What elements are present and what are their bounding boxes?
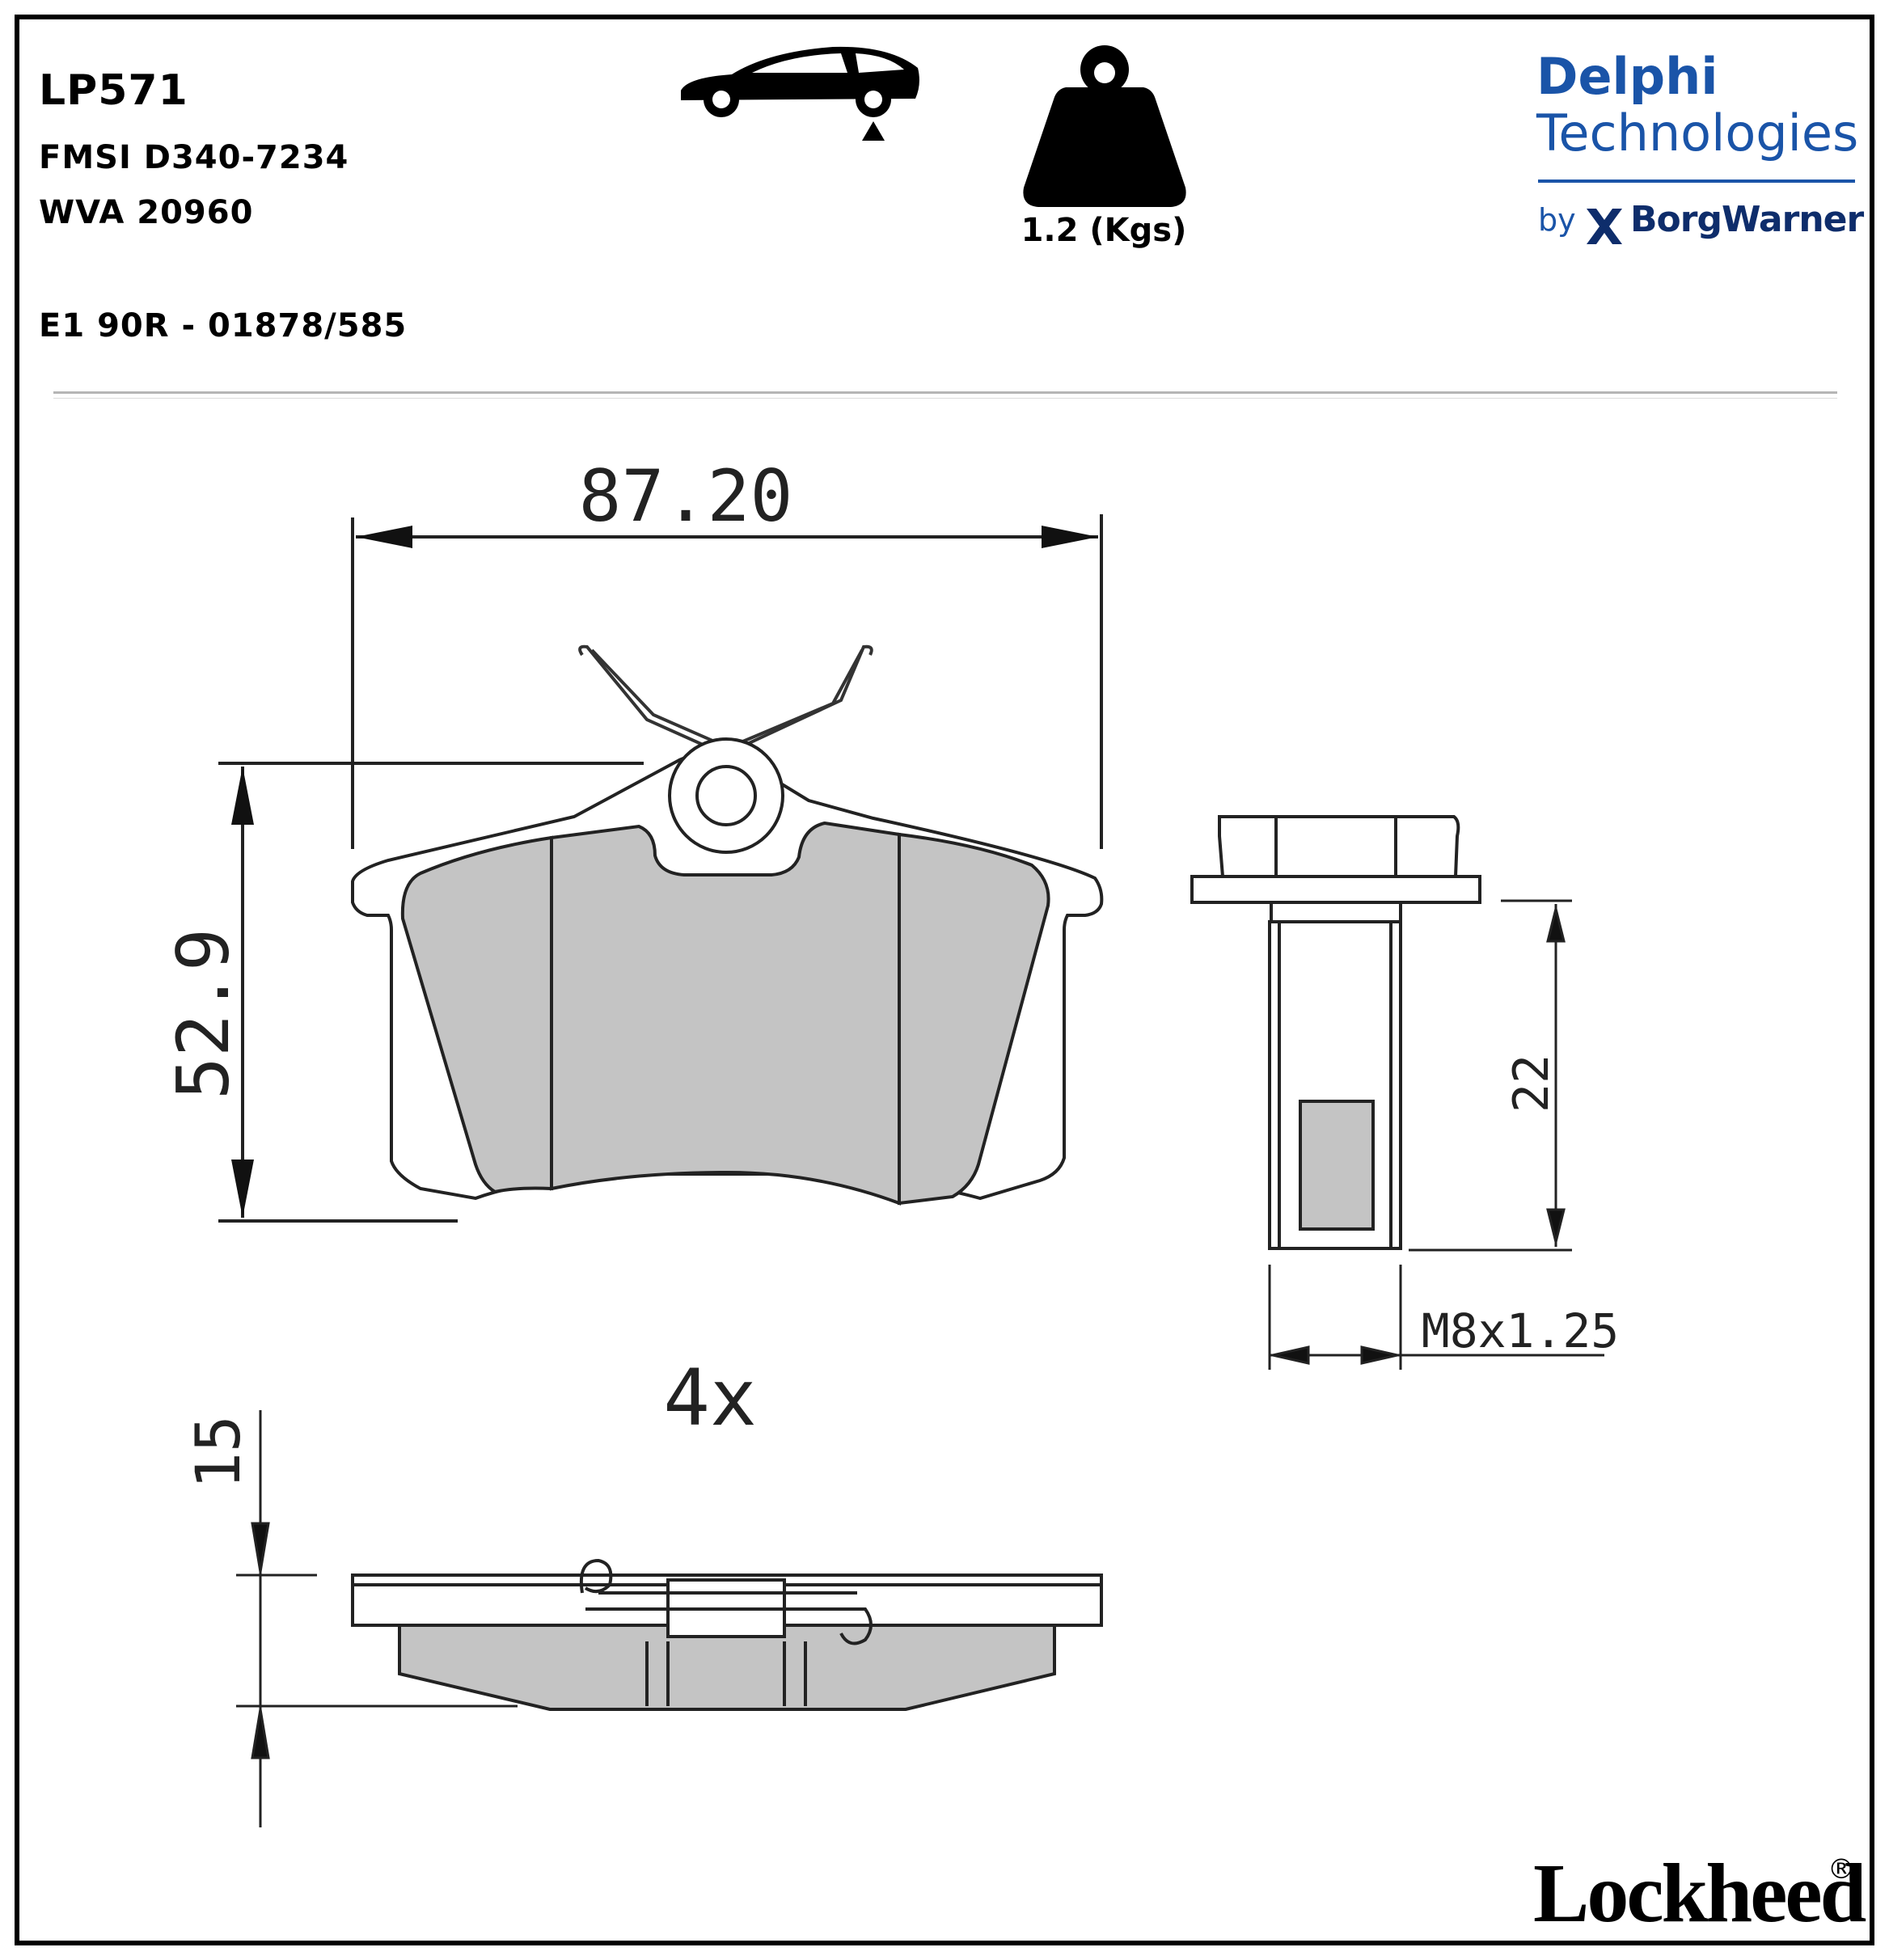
friction-left	[400, 835, 553, 1194]
brand-partner: BorgWarner	[1630, 199, 1864, 240]
header-separator	[53, 391, 1837, 394]
brand-by: by	[1538, 202, 1576, 238]
approval-code: E1 90R - 01878/585	[39, 307, 408, 344]
friction-center	[550, 821, 901, 1206]
header-separator-shadow	[53, 398, 1837, 399]
bolt-thread-label: M8x1.25	[1422, 1303, 1619, 1358]
part-code: LP571	[39, 66, 188, 115]
brand-name-line1: Delphi	[1536, 47, 1718, 106]
lockheed-logo: Lockheed	[1533, 1847, 1866, 1940]
thickness-dim-label: 15	[182, 1415, 254, 1489]
height-dim-label: 52.9	[162, 928, 245, 1100]
bolt-length-label: 22	[1503, 1054, 1560, 1113]
width-dim-label: 87.20	[579, 454, 793, 538]
brand-name-line2: Technologies	[1536, 103, 1859, 163]
bolt	[1190, 815, 1481, 1250]
center-stud	[668, 737, 784, 854]
wva-code: WVA 20960	[39, 194, 254, 231]
friction-right	[898, 832, 1050, 1206]
brand-rule	[1538, 180, 1855, 183]
pad-side-view	[351, 1558, 1103, 1711]
weight-label: 1.2 (Kgs)	[1021, 212, 1187, 249]
fmsi-code: FMSI D340-7234	[39, 139, 349, 176]
registered-mark: ®	[1828, 1853, 1855, 1886]
quantity-label: 4x	[663, 1353, 757, 1443]
